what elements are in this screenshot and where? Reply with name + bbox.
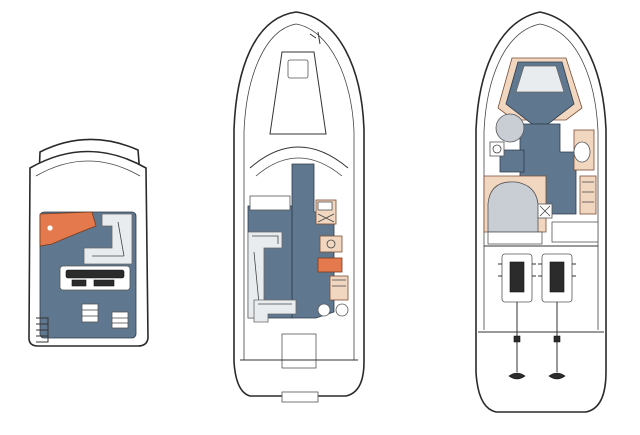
galley-counter-icon: [579, 175, 597, 215]
flybridge-locker-left: [81, 303, 99, 323]
aft-bench-icon: [253, 299, 297, 323]
cockpit-bulkhead: [249, 195, 291, 211]
helm-seat-marker: [47, 225, 53, 231]
helm-chair-icon: [317, 303, 331, 317]
propeller-icon: [508, 372, 526, 380]
port-engine-mounts: [498, 263, 536, 277]
transom-locker-icon: [281, 333, 317, 369]
anchor-cleat-icon: [309, 31, 321, 45]
starboard-engine-mounts: [538, 263, 576, 277]
aft-locker-icon: [551, 221, 599, 243]
helm-seat-icon: [39, 211, 97, 247]
engine-icon: [498, 253, 576, 303]
dinette-seat-icon: [499, 149, 525, 173]
galley-counter-lines: [582, 181, 594, 203]
starboard-propeller-icon: [548, 372, 566, 380]
helm-seat-main-icon: [317, 257, 343, 273]
cooktop-burner: [326, 239, 336, 249]
flybridge-ladder-icon: [36, 317, 49, 343]
flybridge-locker-right: [111, 311, 129, 329]
bow-sunpad: [269, 51, 327, 135]
aft-cabin-step: [487, 231, 543, 245]
lounge-seat-icon: [83, 213, 133, 265]
sink-icon: [317, 201, 333, 211]
bow-hatch-icon: [287, 59, 309, 79]
flybridge-view: [28, 138, 149, 347]
helm-instruments: [65, 269, 125, 279]
head-basin: [492, 144, 502, 154]
lower-deck-inner-line: [483, 23, 599, 330]
helm-display: [93, 279, 115, 287]
aft-cabin-icon: [487, 181, 539, 233]
aft-cabin-sink-cross: [539, 205, 551, 217]
helm-throttle: [71, 279, 87, 287]
lower-deck-view: [475, 11, 607, 413]
windshield: [249, 146, 349, 169]
shaft-struts: [513, 335, 561, 343]
main-deck-view: [233, 11, 365, 403]
helm-panel-lines: [332, 279, 346, 287]
salon-dinette-icon: [495, 113, 525, 143]
starboard-engine-core: [549, 261, 565, 293]
vberth-pillow: [515, 65, 565, 93]
port-engine-core: [509, 261, 525, 293]
helm-icon: [329, 275, 349, 301]
lounge-seat-detail: [92, 221, 125, 257]
cockpit-seating-icon: [247, 231, 283, 319]
galley-icon: [319, 235, 343, 253]
main-deck-gunwale: [243, 23, 355, 360]
flybridge-coaming: [35, 160, 141, 177]
locker-slats: [82, 309, 128, 324]
head-sink-icon: [489, 141, 505, 157]
toilet-icon: [573, 141, 591, 163]
sink-cross: [317, 213, 335, 223]
swim-platform-icon: [281, 391, 319, 403]
windshield-frame: [255, 157, 343, 177]
companion-chair-icon: [335, 303, 349, 317]
